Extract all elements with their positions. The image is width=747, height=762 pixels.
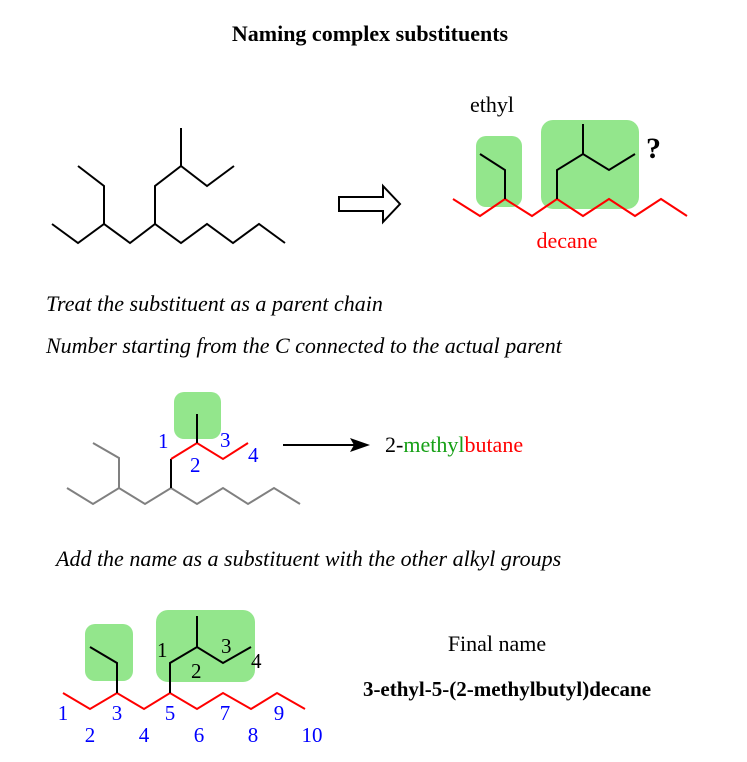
molecule-substituent-numbering: [66, 392, 301, 506]
number-label: 3: [221, 634, 232, 658]
final-name: 3-ethyl-5-(2-methylbutyl)decane: [363, 677, 651, 701]
ethyl-branch: [89, 646, 118, 693]
faded-main-chain: [66, 486, 301, 506]
ethyl-branch: [479, 153, 506, 199]
main-chain: [51, 222, 286, 245]
final-name-label: Final name: [448, 631, 546, 656]
hollow-arrow-icon: [338, 183, 402, 225]
substituent-numbers: 1 2 3 4: [158, 428, 259, 477]
decane-label: decane: [536, 228, 597, 253]
number-label: 2: [85, 723, 96, 747]
arrow-icon: [283, 438, 370, 452]
number-label: 5: [165, 701, 176, 725]
instruction-2: Number starting from the C connected to …: [45, 333, 563, 358]
number-label: 4: [248, 443, 259, 467]
molecule-final: [62, 610, 306, 711]
molecule-highlighted: [452, 120, 688, 218]
substituent-highlight-box: [156, 610, 255, 682]
methylbutyl-branch: [154, 164, 235, 224]
number-label: 4: [139, 723, 150, 747]
number-label: 2: [190, 453, 201, 477]
number-label: 4: [251, 649, 262, 673]
decane-chain: [452, 197, 688, 218]
butane-chain: [170, 441, 249, 461]
number-label: 2: [191, 659, 202, 683]
number-label: 3: [112, 701, 123, 725]
number-label: 9: [274, 701, 285, 725]
name-prefix: 2-: [385, 432, 403, 457]
molecule-original: [51, 128, 286, 245]
substituent-highlight-box: [541, 120, 639, 209]
substituent-numbers: 1 2 3 4: [157, 634, 262, 683]
instruction-3: Add the name as a substituent with the o…: [54, 546, 561, 571]
number-label: 10: [302, 723, 323, 747]
name-methyl: methyl: [403, 432, 464, 457]
number-label: 6: [194, 723, 205, 747]
chain-numbers: 1 2 3 4 5 6 7 8 9 10: [58, 701, 323, 747]
number-label: 7: [220, 701, 231, 725]
number-label: 8: [248, 723, 259, 747]
ethyl-label: ethyl: [470, 92, 514, 117]
title: Naming complex substituents: [232, 21, 509, 46]
question-mark: ?: [646, 132, 661, 165]
decane-chain: [62, 691, 306, 711]
number-label: 1: [158, 429, 169, 453]
number-label: 3: [220, 428, 231, 452]
name-butane: butane: [464, 432, 523, 457]
instruction-1: Treat the substituent as a parent chain: [46, 291, 383, 316]
number-label: 1: [157, 638, 168, 662]
faded-ethyl-branch: [92, 442, 120, 488]
substituent-name: 2-methylbutane: [385, 432, 523, 457]
ethyl-highlight-box: [476, 136, 522, 207]
ethyl-branch: [77, 165, 105, 224]
ethyl-highlight-box: [85, 624, 133, 681]
number-label: 1: [58, 701, 69, 725]
